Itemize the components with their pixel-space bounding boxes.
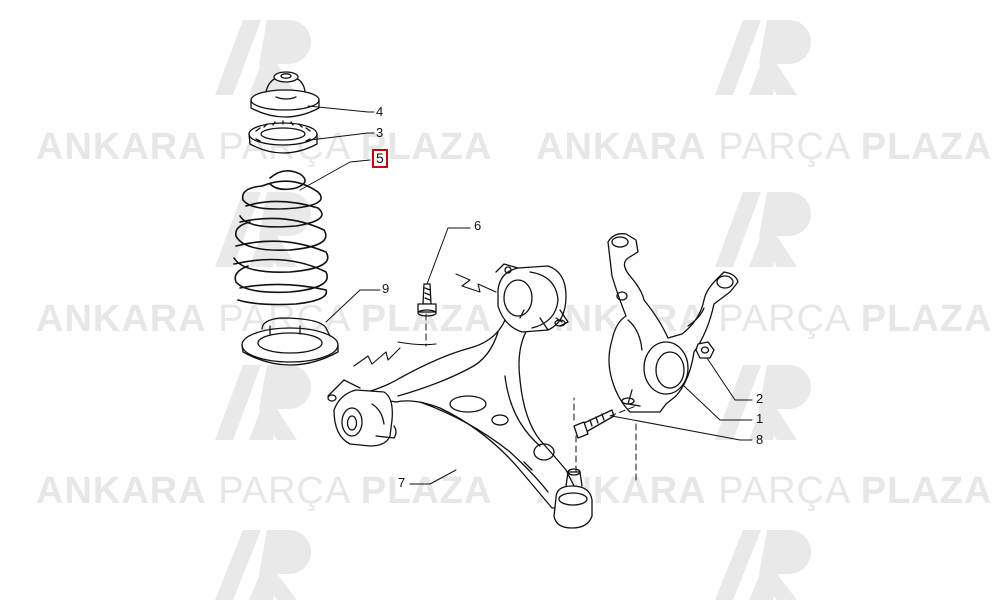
watermark-logo bbox=[215, 192, 311, 267]
break-lines bbox=[353, 273, 497, 367]
dash-guides bbox=[425, 313, 637, 481]
callout-4[interactable]: 4 bbox=[376, 104, 384, 119]
strut-bearing[interactable] bbox=[248, 120, 318, 154]
watermark-logo bbox=[715, 530, 811, 600]
callout-9[interactable]: 9 bbox=[382, 281, 390, 296]
callout-8[interactable]: 8 bbox=[756, 432, 764, 447]
bolt-8[interactable] bbox=[573, 409, 615, 439]
callout-3[interactable]: 3 bbox=[376, 125, 384, 140]
rear-bushing[interactable] bbox=[327, 379, 397, 447]
leader-lines bbox=[299, 105, 753, 485]
callout-1[interactable]: 1 bbox=[756, 411, 764, 426]
watermark-logo bbox=[715, 192, 811, 267]
watermark-text: ANKARA PARÇA PLAZA bbox=[536, 126, 993, 168]
upper-strut-mount[interactable] bbox=[250, 71, 320, 118]
callout-2[interactable]: 2 bbox=[756, 391, 764, 406]
watermark-text: ANKARA PARÇA PLAZA bbox=[536, 298, 993, 340]
coil-spring[interactable] bbox=[233, 170, 329, 306]
callout-5-highlighted[interactable]: 5 bbox=[372, 149, 388, 168]
watermark-logo bbox=[715, 20, 811, 95]
watermark-logo bbox=[715, 365, 811, 440]
callout-6[interactable]: 6 bbox=[474, 218, 482, 233]
nut-2[interactable] bbox=[695, 341, 715, 359]
callout-7[interactable]: 7 bbox=[398, 475, 406, 490]
lower-control-arm[interactable] bbox=[354, 295, 579, 509]
watermark-logo bbox=[215, 530, 311, 600]
ball-joint[interactable] bbox=[553, 468, 593, 529]
bolt-6[interactable] bbox=[417, 283, 437, 317]
watermark-text: ANKARA PARÇA PLAZA bbox=[36, 470, 493, 512]
spring-seat[interactable] bbox=[241, 317, 339, 366]
watermark-logo bbox=[215, 365, 311, 440]
steering-knuckle[interactable] bbox=[607, 233, 739, 413]
front-bushing[interactable] bbox=[495, 263, 569, 333]
